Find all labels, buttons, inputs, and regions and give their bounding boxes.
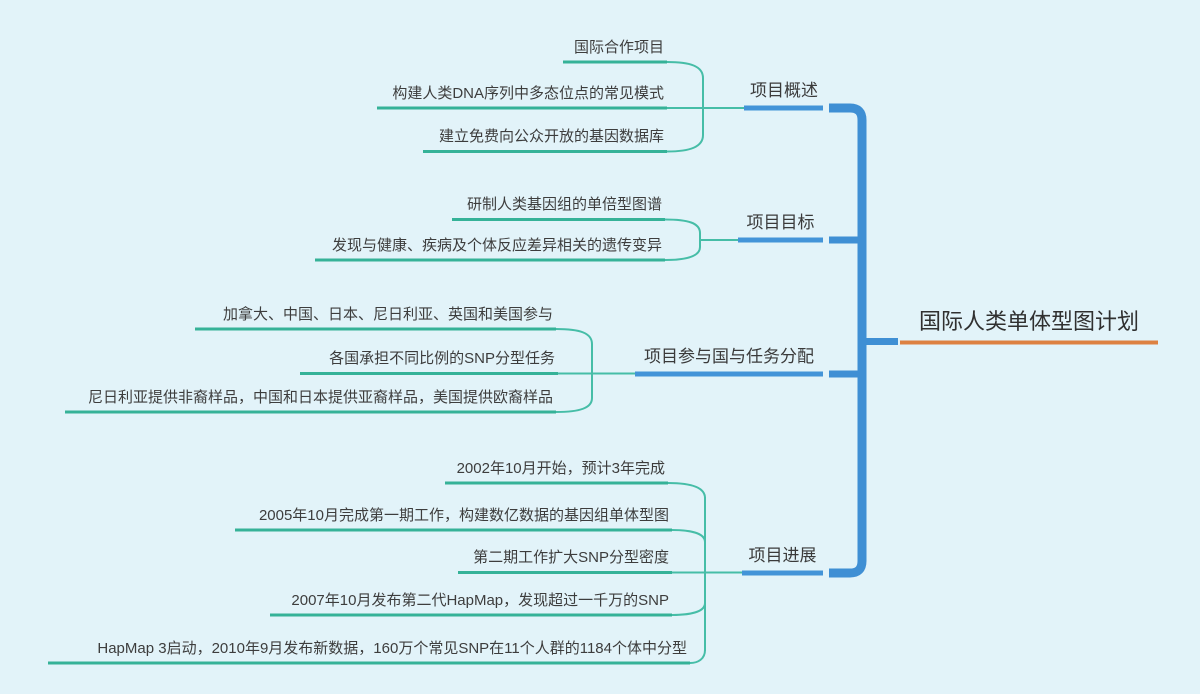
branch-1-connectors	[377, 60, 744, 153]
leaf-node[interactable]: 第二期工作扩大SNP分型密度	[473, 549, 669, 566]
branch-4-connectors	[48, 481, 742, 665]
leaf-node[interactable]: 2002年10月开始，预计3年完成	[456, 460, 665, 477]
leaf-node[interactable]: 国际合作项目	[573, 39, 664, 56]
branch-node-overview[interactable]: 项目概述	[750, 81, 818, 100]
leaf-node[interactable]: 尼日利亚提供非裔样品，中国和日本提供亚裔样品，美国提供欧裔样品	[87, 389, 553, 406]
leaf-node[interactable]: 各国承担不同比例的SNP分型任务	[329, 350, 555, 367]
leaf-node[interactable]: 2007年10月发布第二代HapMap，发现超过一千万的SNP	[291, 592, 669, 609]
branch-node-progress[interactable]: 项目进展	[748, 546, 817, 565]
trunk	[829, 103, 1158, 578]
root-node[interactable]: 国际人类单体型图计划	[918, 309, 1139, 334]
branch-2-connectors	[315, 218, 738, 262]
leaf-node[interactable]: 研制人类基因组的单倍型图谱	[466, 196, 662, 213]
leaf-node[interactable]: 构建人类DNA序列中多态位点的常见模式	[392, 85, 664, 102]
leaf-node[interactable]: 发现与健康、疾病及个体反应差异相关的遗传变异	[331, 237, 662, 254]
leaf-node[interactable]: 加拿大、中国、日本、尼日利亚、英国和美国参与	[222, 306, 553, 323]
branch-node-goals[interactable]: 项目目标	[746, 213, 815, 232]
leaf-node[interactable]: 2005年10月完成第一期工作，构建数亿数据的基因组单体型图	[258, 507, 669, 524]
leaf-node[interactable]: HapMap 3启动，2010年9月发布新数据，160万个常见SNP在11个人群…	[97, 640, 687, 657]
branch-underlines	[635, 105, 866, 576]
branch-node-participants[interactable]: 项目参与国与任务分配	[644, 347, 814, 366]
leaf-node[interactable]: 建立免费向公众开放的基因数据库	[438, 128, 664, 145]
branch-3-connectors	[65, 327, 635, 414]
